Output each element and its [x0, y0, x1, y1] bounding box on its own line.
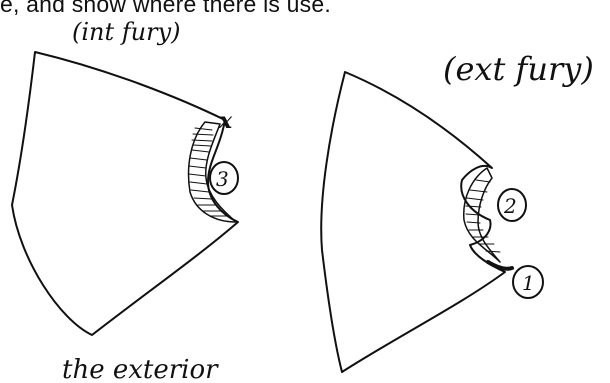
right-circled-number-lower: 1: [513, 266, 543, 298]
left-x-marker: x: [218, 108, 233, 134]
bottom-annotation: the exterior: [62, 355, 219, 383]
right-circle-lower-label: 1: [522, 271, 535, 295]
right-circle-upper-label: 2: [503, 194, 517, 218]
left-flake-outline: [12, 52, 238, 335]
left-flake-drawing: [12, 52, 238, 335]
left-notch-retouch: [189, 122, 236, 222]
left-circled-number: 3: [210, 162, 238, 194]
left-circle-label: 3: [216, 167, 229, 191]
right-circled-number-upper: 2: [498, 189, 526, 221]
right-flake-drawing: [321, 72, 512, 372]
left-top-annotation: (int fury): [72, 18, 181, 46]
right-top-annotation: (ext fury): [443, 50, 594, 88]
right-lower-retouch: [488, 262, 512, 269]
